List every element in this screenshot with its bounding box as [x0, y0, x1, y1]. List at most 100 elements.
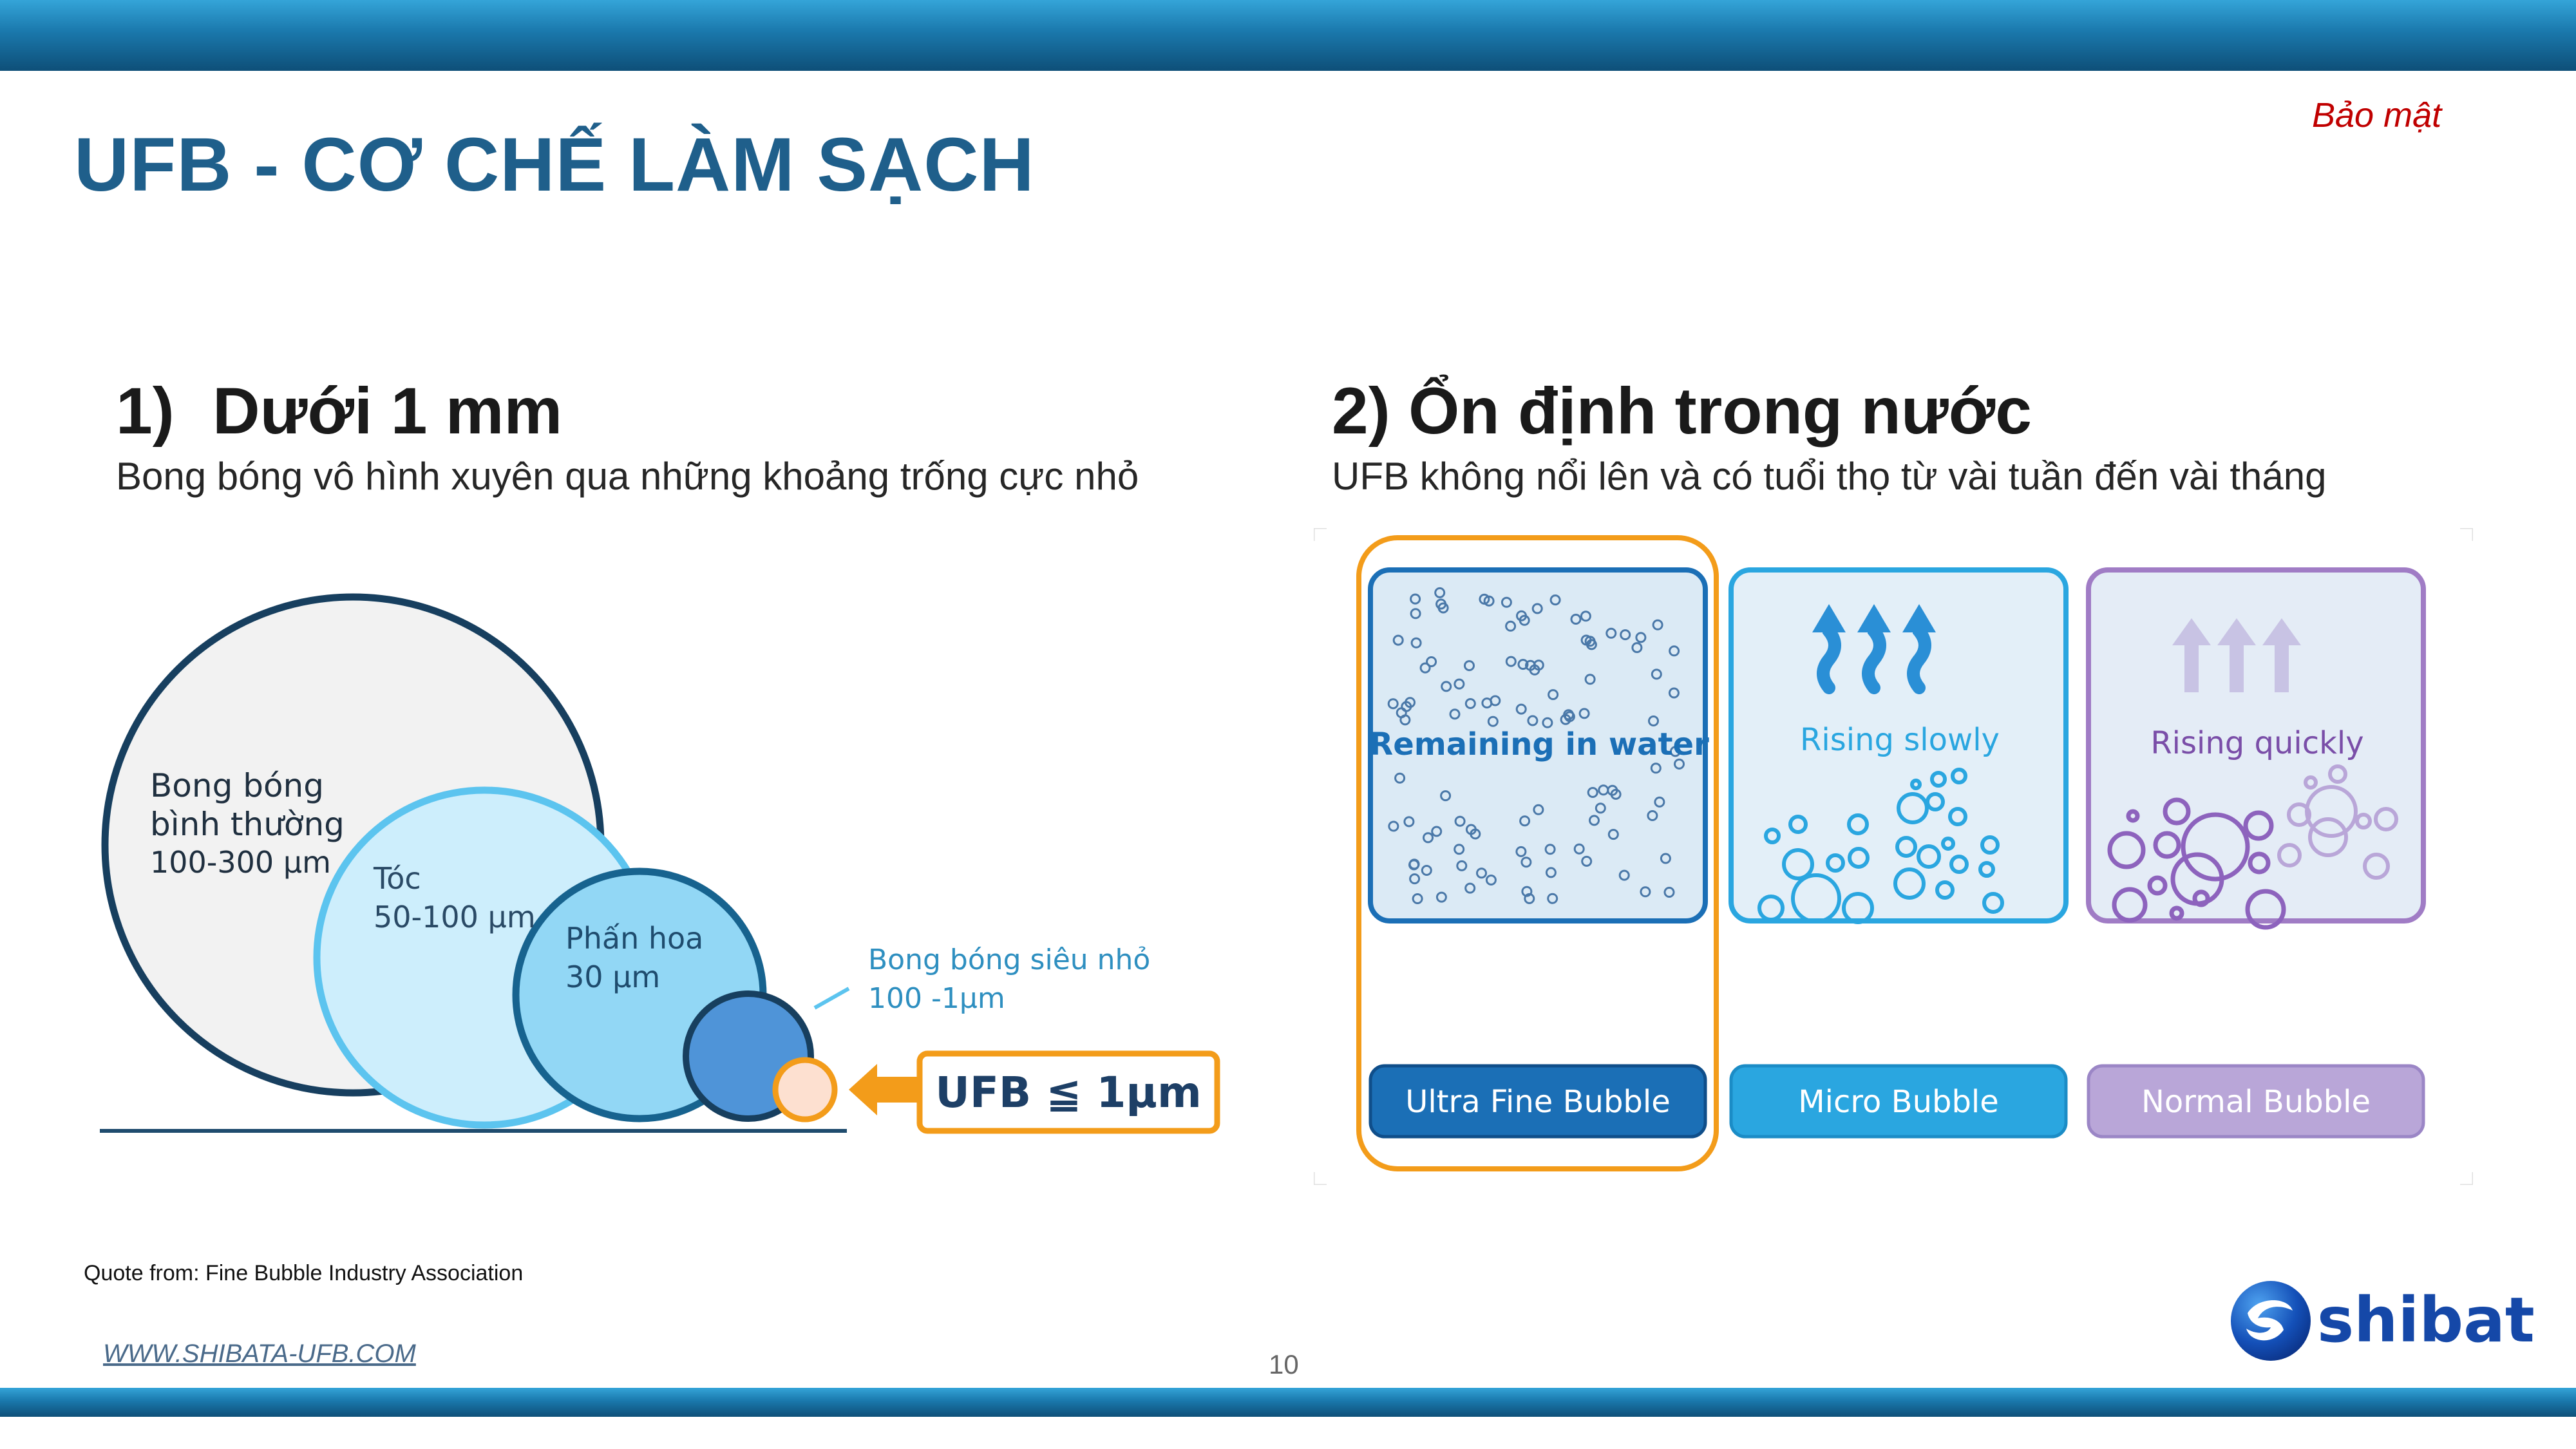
normal-label-box [2087, 1064, 2425, 1139]
ufb-dot [1598, 784, 1609, 796]
ufb-badge-box [916, 1050, 1220, 1134]
ufb-dot [1483, 595, 1495, 607]
ufb-dot [1388, 820, 1399, 832]
ufb-dot [1517, 659, 1529, 670]
ufb-dot [1584, 674, 1596, 685]
ufb-dot [1563, 709, 1575, 721]
ufb-dot [1505, 620, 1517, 632]
ufb-dot [1549, 594, 1561, 606]
ufb-dot [1544, 844, 1556, 855]
page-number: 10 [1269, 1349, 1299, 1379]
micro-label-box [1729, 1064, 2068, 1139]
ufb-dot [1650, 762, 1662, 774]
callout-line [813, 987, 850, 1010]
ufb-dot [1454, 844, 1465, 855]
ufb-dot [1426, 656, 1437, 667]
ufb-dot [1465, 824, 1477, 835]
ufb-dot [1669, 746, 1681, 757]
ufb-dot [1533, 804, 1544, 815]
faded-normal-bubbles [2277, 764, 2398, 880]
ufb-dot [1580, 611, 1591, 622]
ufb-dot [1403, 816, 1415, 828]
ufb-dot [1515, 703, 1527, 715]
ufb-dot [1464, 698, 1476, 709]
ufb-water-panel [1368, 567, 1708, 923]
ufb-dot [1423, 832, 1434, 844]
normal-bubble-label-2: bình thường [150, 806, 345, 843]
micro-panel-caption: Rising slowly [1800, 722, 2000, 758]
ufb-dot [1387, 698, 1399, 710]
ufb-dot [1527, 715, 1539, 726]
ufb-tiny-bubbles [1387, 587, 1685, 904]
ufb-dot [1454, 678, 1465, 690]
ufb-label-box [1368, 1064, 1707, 1139]
ufb-dot [1392, 634, 1404, 646]
ufb-dot [1620, 629, 1631, 641]
ufb-dot [1515, 846, 1527, 857]
ufb-dot [1419, 662, 1431, 674]
wavy-up-arrows-icon [1812, 604, 1936, 694]
ufb-dot [1505, 656, 1517, 667]
ultra-small-label-2: 100 -1µm [868, 982, 1005, 1015]
ufb-dot [1485, 875, 1497, 886]
ufb-dot [1441, 681, 1452, 692]
ufb-dot [1578, 708, 1590, 719]
shibata-logo: shibata [2231, 1281, 2537, 1361]
ufb-dot [1456, 860, 1468, 871]
pollen-label-1: Phấn hoa [565, 921, 703, 956]
bubble-stability-diagram: Remaining in water Ultra Fine Bubble Ris… [1314, 528, 2473, 1185]
ufb-dot [1654, 796, 1665, 808]
ufb-dot [1547, 893, 1558, 904]
ufb-dot [1431, 826, 1443, 837]
ufb-dot [1595, 802, 1606, 814]
ufb-dot [1421, 865, 1432, 876]
ufb-dot [1570, 614, 1582, 625]
ufb-dot [1410, 637, 1422, 649]
ufb-dot [1434, 587, 1446, 598]
ufb-dot [1586, 639, 1597, 650]
ufb-dot [1542, 717, 1553, 728]
ufb-dot [1408, 859, 1419, 871]
ufb-dot [1607, 829, 1619, 840]
ufb-dot [1449, 708, 1461, 720]
ufb-dot [1524, 893, 1535, 904]
pollen-label-2: 30 µm [565, 960, 660, 994]
ufb-dot [1669, 645, 1680, 657]
ufb-highlight-frame [1356, 535, 1719, 1171]
micro-water-panel [1728, 567, 2069, 923]
ufb-dot [1647, 810, 1658, 821]
source-quote: Quote from: Fine Bubble Industry Associa… [84, 1261, 524, 1285]
normal-label: Normal Bubble [2141, 1084, 2371, 1120]
ufb-dot [1652, 619, 1663, 630]
ufb-dot [1660, 853, 1671, 864]
ufb-dot [1410, 608, 1421, 620]
ufb-dot [1464, 660, 1475, 672]
ufb-dot [1476, 867, 1487, 879]
ufb-dot [1410, 593, 1421, 605]
ufb-dot [1435, 891, 1447, 903]
normal-panel-caption: Rising quickly [2150, 725, 2363, 761]
page-title: UFB - CƠ CHẾ LÀM SẠCH [74, 122, 1035, 207]
ufb-dot [1464, 882, 1476, 894]
ufb-dot [1581, 855, 1593, 867]
ufb-dot [1631, 642, 1643, 654]
ufb-panel-caption: Remaining in water [1369, 726, 1709, 762]
ufb-dot [1618, 869, 1630, 881]
ufb-dot [1412, 893, 1423, 904]
ufb-dot [1440, 790, 1452, 802]
ufb-dot [1651, 668, 1662, 680]
ufb-dot [1435, 598, 1447, 610]
micro-bubbles [1757, 768, 2004, 924]
ufb-dot [1519, 815, 1531, 827]
website-link[interactable]: WWW.SHIBATA-UFB.COM [103, 1340, 416, 1368]
left-heading-number: 1) [116, 374, 175, 448]
top-header-band [0, 0, 2576, 71]
ufb-dot [1545, 867, 1557, 878]
ultra-small-label-1: Bong bóng siêu nhỏ [868, 943, 1150, 976]
arrow-left-icon [849, 1064, 921, 1115]
ufb-dot [1589, 815, 1600, 826]
hair-label-2: 50-100 µm [374, 900, 536, 934]
normal-bubbles [2107, 797, 2286, 930]
micro-label: Micro Bubble [1798, 1084, 1999, 1120]
ufb-label: Ultra Fine Bubble [1405, 1084, 1671, 1120]
